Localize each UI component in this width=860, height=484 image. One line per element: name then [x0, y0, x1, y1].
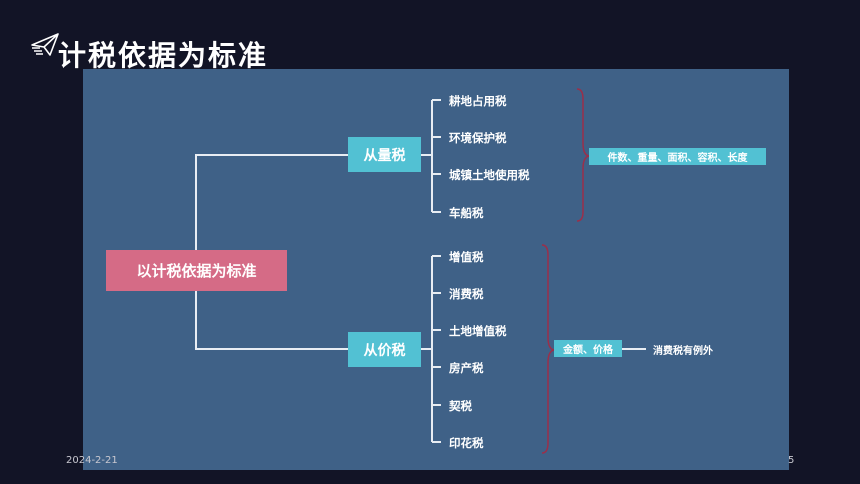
slide-title: 计税依据为标准: [58, 39, 269, 72]
leaf-vat: 增值税: [449, 250, 484, 264]
footer-date: 2024-2-21: [66, 455, 118, 466]
leaf-property-tax: 房产税: [449, 361, 484, 375]
tax-classification-diagram: 以计税依据为标准 从量税 从价税 耕地占用税 环境保护税 城镇土地使用税 车船税…: [83, 69, 789, 470]
quantity-basis-label: 件数、重量、面积、容积、长度: [589, 148, 766, 165]
specific-tax-node: 从量税: [348, 137, 421, 172]
page-number: 5: [788, 455, 795, 466]
root-node: 以计税依据为标准: [106, 250, 287, 291]
ad-valorem-tax-node: 从价税: [348, 332, 421, 367]
price-basis-label: 金额、价格: [554, 340, 622, 357]
leaf-stamp-tax: 印花税: [449, 436, 484, 450]
leaf-farmland-tax: 耕地占用税: [449, 94, 507, 108]
leaf-consumption-tax: 消费税: [449, 287, 484, 301]
leaf-environmental-tax: 环境保护税: [449, 131, 507, 145]
leaf-vehicle-tax: 车船税: [449, 206, 484, 220]
paper-plane-icon: [31, 33, 59, 56]
leaf-land-appreciation-tax: 土地增值税: [449, 324, 507, 338]
leaf-land-use-tax: 城镇土地使用税: [449, 168, 530, 182]
leaf-deed-tax: 契税: [449, 399, 472, 413]
exception-note: 消费税有例外: [653, 346, 713, 357]
